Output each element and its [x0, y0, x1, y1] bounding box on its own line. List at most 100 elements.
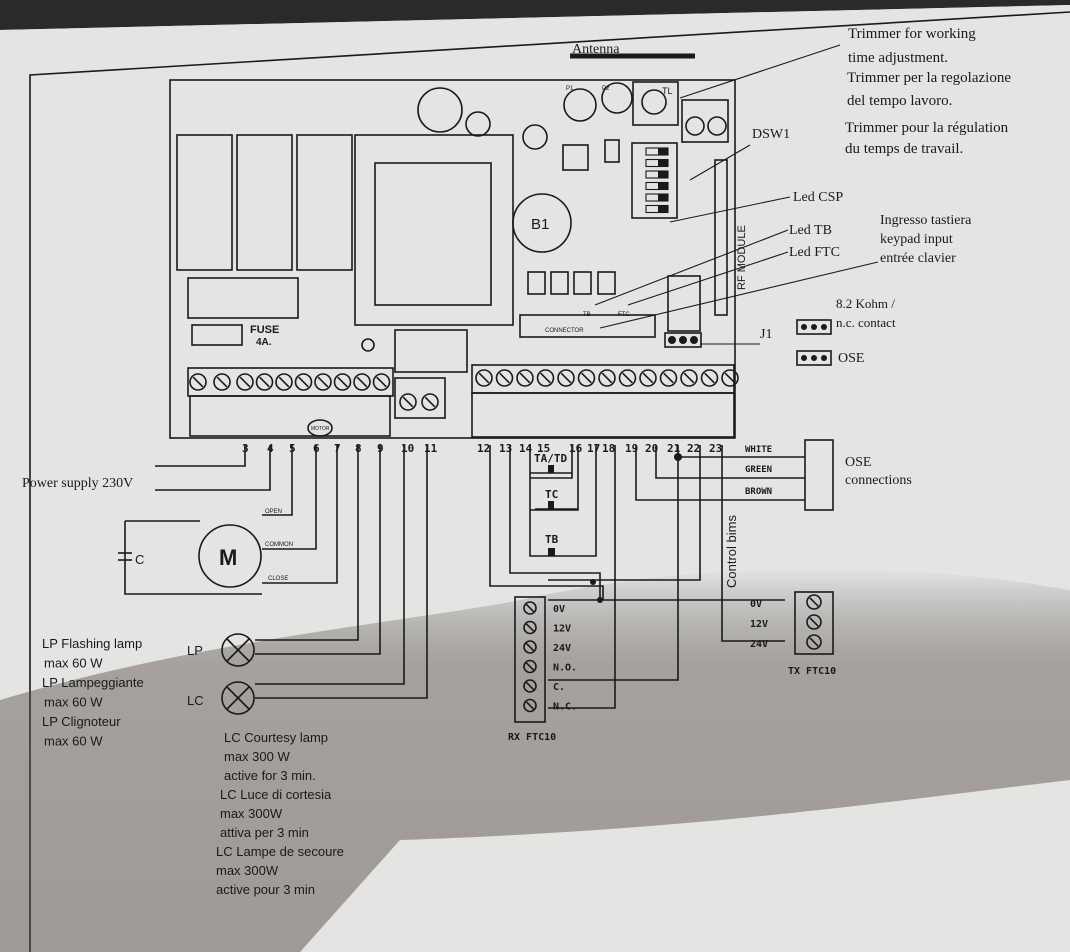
power-supply-label: Power supply 230V	[22, 476, 133, 491]
lc-symbol-label: LC	[187, 693, 204, 708]
terminal-screw	[536, 369, 555, 387]
dip-switch-dsw1[interactable]	[631, 142, 678, 219]
lp-symbol-label: LP	[187, 643, 203, 658]
lc-description: active pour 3 min	[216, 882, 315, 897]
terminal-screw	[659, 369, 678, 387]
open-label: OPEN	[265, 509, 282, 515]
terminal-screw	[806, 634, 822, 650]
button-tb-label: TB	[545, 533, 559, 546]
trimmer-description: Trimmer per la regolazione	[847, 70, 1011, 86]
antenna-label: Antenna	[572, 42, 620, 57]
terminal-screw	[523, 679, 537, 693]
lc-description: attiva per 3 min	[220, 825, 309, 840]
terminal-screw	[523, 640, 537, 654]
rx-pin-label: 0V	[553, 604, 565, 615]
terminal-number-23: 23	[709, 442, 722, 455]
rx-pin-label: C.	[553, 682, 565, 693]
keypad-input-label: keypad input	[880, 232, 953, 247]
terminal-screw	[275, 373, 293, 391]
terminal-screw	[353, 373, 371, 391]
j1-option1-label: 8.2 Kohm /	[836, 296, 895, 311]
lp-description: LP Lampeggiante	[42, 675, 144, 690]
background-corner	[0, 0, 1070, 30]
fuse-label: FUSE	[250, 324, 279, 336]
led-tb-board-label: TB	[583, 312, 591, 318]
terminal-screw	[806, 614, 822, 630]
pushbuttons: TA/TD TC TB	[530, 452, 578, 556]
terminal-screw	[294, 373, 313, 391]
terminal-number-22: 22	[687, 442, 700, 455]
tx-pin-label: 0V	[750, 599, 762, 610]
lc-description: active for 3 min.	[224, 768, 316, 783]
rx-pin-label: 12V	[553, 624, 571, 635]
terminal-number-20: 20	[645, 442, 658, 455]
terminal-number-11: 11	[424, 442, 438, 455]
led-ftc-label: Led FTC	[789, 245, 840, 260]
terminal-screw	[189, 373, 207, 391]
terminal-screw	[598, 369, 616, 387]
terminal-number-12: 12	[477, 442, 490, 455]
common-label: COMMON	[265, 542, 293, 548]
ose-connections-label-2: connections	[845, 473, 912, 488]
tl-label: TL	[662, 86, 673, 96]
lc-lamp-icon	[221, 681, 255, 715]
ose-connections-label: OSE	[845, 455, 871, 470]
lc-description: max 300W	[220, 806, 283, 821]
b1-label: B1	[531, 216, 549, 233]
led-csp-label: Led CSP	[793, 190, 843, 205]
lc-description: LC Luce di cortesia	[220, 787, 332, 802]
trimmer-description: del tempo lavoro.	[847, 93, 952, 109]
p2-label: P2	[602, 86, 610, 92]
keypad-input-label: entrée clavier	[880, 251, 956, 266]
led-tb-label: Led TB	[789, 223, 832, 238]
lp-description: max 60 W	[44, 695, 103, 710]
trimmer-tl[interactable]	[632, 81, 679, 126]
rf-module-label: RF MODULE	[736, 225, 748, 290]
page-border	[29, 11, 1070, 952]
motor-symbol	[198, 524, 262, 588]
terminal-screw	[475, 369, 493, 387]
terminal-screw	[314, 373, 332, 391]
terminal-screw	[523, 659, 537, 674]
button-tc-label: TC	[545, 488, 558, 501]
wiring	[124, 439, 834, 709]
p1-label: P1	[566, 86, 574, 92]
terminal-number-10: 10	[401, 442, 414, 455]
terminal-screw	[372, 373, 391, 391]
lc-description: LC Lampe de secoure	[216, 844, 344, 859]
wire-green-label: GREEN	[745, 465, 772, 475]
control-bims-label: Control bims	[724, 515, 739, 588]
terminal-screw	[577, 369, 596, 387]
rx-pin-label: 24V	[553, 643, 571, 654]
trimmer-description: du temps de travail.	[845, 141, 963, 157]
wire-white-label: WHITE	[745, 445, 772, 455]
j1-option2-label: OSE	[838, 351, 864, 366]
trimmer-description: time adjustment.	[848, 50, 948, 66]
terminal-screw	[557, 369, 575, 387]
close-label: CLOSE	[268, 576, 288, 582]
terminal-screw	[421, 393, 439, 411]
lc-description: max 300W	[216, 863, 279, 878]
tx-ftc10-label: TX FTC10	[788, 666, 836, 677]
tx-pin-label: 24V	[750, 639, 768, 650]
terminal-number-15: 15	[537, 442, 550, 455]
j1-option-nc	[796, 319, 832, 335]
terminal-screw	[333, 373, 352, 391]
tx-pin-label: 12V	[750, 619, 768, 630]
trimmer-description: Trimmer pour la régulation	[845, 120, 1009, 136]
jumper-j1[interactable]	[664, 332, 702, 348]
rx-ftc10-label: RX FTC10	[508, 732, 556, 743]
j1-option1-label-2: n.c. contact	[836, 315, 896, 330]
rx-pin-label: N.C.	[553, 702, 577, 713]
control-board: Antenna P1 P2 TL B1 RF MODULE CONNEC	[169, 42, 748, 439]
terminal-number-17: 17	[587, 442, 600, 455]
keypad-input-label: Ingresso tastiera	[880, 213, 972, 228]
terminal-screw	[523, 698, 537, 713]
tx-ftc10-block	[794, 591, 834, 655]
motor-m-label: M	[219, 545, 237, 570]
terminal-screw	[523, 620, 537, 635]
hand-shadow	[0, 568, 1070, 952]
terminal-screw	[213, 373, 231, 391]
